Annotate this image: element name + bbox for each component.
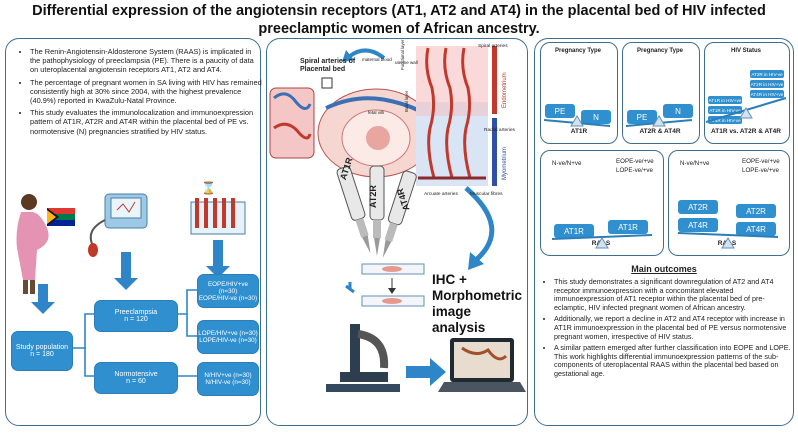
arcuate-arteries-label: Arcuate arteries bbox=[424, 192, 458, 197]
at2r-box: AT2R bbox=[736, 204, 776, 218]
eope-group-box: EOPE/HIV+ve (n=30) EOPE/HIV-ve (n=30) bbox=[197, 274, 259, 308]
basal-layer-label: Basal layer bbox=[404, 90, 409, 112]
pipettes-illustration bbox=[336, 165, 417, 258]
pregnancy-type-label: Pregnancy Type bbox=[637, 48, 683, 54]
intro-bullet: The Renin-Angiotensin-Aldosterone System… bbox=[30, 47, 262, 75]
muscular-fibres-label: Muscular fibres bbox=[470, 192, 503, 197]
pregnant-woman-icon bbox=[16, 194, 49, 294]
uterine-wall-label: uterine wall bbox=[395, 60, 418, 65]
arteries-illustration bbox=[416, 46, 497, 186]
hiv-box: AT2R in HIV+ve bbox=[750, 80, 784, 88]
outcome-item: This study demonstrates a significant do… bbox=[554, 277, 794, 312]
hiv-box: AT4R in HIV+ve bbox=[750, 90, 784, 98]
at1r-box: AT1R bbox=[554, 224, 594, 238]
n-neg-pos-label: N-ve/N+ve bbox=[680, 160, 710, 167]
n-hiv-pos: N/HIV+ve (n=30) bbox=[204, 372, 252, 379]
normotensive-label: Normotensive bbox=[114, 371, 158, 378]
slides-illustration bbox=[345, 263, 425, 307]
svg-text:⌛: ⌛ bbox=[201, 181, 216, 195]
n-hiv-neg: N/HIV-ve (n=30) bbox=[205, 379, 251, 386]
eope-label: EOPE-ve/+ve bbox=[742, 158, 780, 165]
study-population-label: Study population bbox=[15, 344, 69, 351]
seesaw-beams bbox=[543, 97, 787, 249]
right-arrow-icon bbox=[406, 358, 446, 386]
lope-label: LOPE-ve/+ve bbox=[616, 167, 653, 174]
page-title: Differential expression of the angiotens… bbox=[32, 3, 766, 37]
down-arrow-icon bbox=[31, 284, 55, 314]
curved-arrow-icon bbox=[464, 186, 495, 262]
south-africa-flag-icon bbox=[47, 208, 75, 226]
intro-bullet: This study evaluates the immunolocalizat… bbox=[30, 108, 262, 136]
left-illustrations: ⌛ bbox=[16, 181, 246, 377]
study-population-count: n = 180 bbox=[30, 351, 54, 358]
preeclampsia-box: Preeclampsia n = 120 bbox=[94, 300, 178, 332]
at2r-at4r-pivot-label: AT2R & AT4R bbox=[639, 128, 681, 135]
at4r-box: AT4R bbox=[678, 218, 718, 232]
laptop-icon bbox=[438, 338, 526, 392]
pipette-label-at2r: AT2R bbox=[368, 185, 378, 208]
at2r-box: AT2R bbox=[678, 200, 718, 214]
maternal-blood-label: maternal blood bbox=[362, 57, 392, 62]
at4r-box: AT4R bbox=[736, 222, 776, 236]
down-arrow-icon bbox=[206, 240, 230, 278]
outcome-item: A similar pattern emerged after further … bbox=[554, 343, 794, 378]
main-outcomes-list: This study demonstrates a significant do… bbox=[542, 277, 794, 382]
spiral-arteries-right-label: Spiral arteries bbox=[478, 44, 508, 49]
blood-pressure-monitor-icon bbox=[88, 193, 148, 257]
eope-hiv-neg: EOPE/HIV-ve (n=30) bbox=[198, 294, 258, 302]
curved-arrow-icon bbox=[348, 48, 386, 60]
intro-bullets: The Renin-Angiotensin-Aldosterone System… bbox=[16, 47, 262, 139]
hiv-box: AT2R in HIV-ve bbox=[750, 70, 784, 78]
pregnancy-type-at2r-panel bbox=[622, 42, 700, 144]
main-outcomes-title: Main outcomes bbox=[631, 264, 697, 274]
normotensive-box: Normotensive n = 60 bbox=[94, 362, 178, 394]
hiv-status-label: HIV Status bbox=[730, 48, 761, 54]
hiv-box: AT4R in HIV-ve bbox=[708, 116, 742, 124]
study-population-box: Study population n = 180 bbox=[11, 331, 73, 371]
hiv-box: AT1R in HIV-ve bbox=[708, 106, 742, 114]
n-box: N bbox=[581, 110, 611, 124]
normotensive-count: n = 60 bbox=[126, 378, 146, 385]
microscope-icon bbox=[326, 324, 400, 392]
hiv-box: AT1R in HIV+ve bbox=[708, 96, 742, 104]
functional-layer-label: Functional layer bbox=[400, 39, 405, 70]
at1r-box: AT1R bbox=[608, 220, 648, 234]
normotensive-group-box: N/HIV+ve (n=30) N/HIV-ve (n=30) bbox=[197, 362, 259, 396]
eope-label: EOPE-ve/+ve bbox=[616, 158, 654, 165]
outcome-item: Additionally, we report a decline in AT2… bbox=[554, 315, 794, 341]
placenta-illustration bbox=[269, 77, 435, 178]
pe-box: PE bbox=[545, 104, 575, 118]
test-tubes-icon: ⌛ bbox=[190, 181, 246, 235]
preeclampsia-label: Preeclampsia bbox=[114, 309, 158, 316]
pregnancy-type-label: Pregnancy Type bbox=[555, 48, 601, 54]
at1r-vs-label: AT1R vs. AT2R & AT4R bbox=[711, 128, 781, 135]
at1r-pivot-label: AT1R bbox=[570, 128, 588, 135]
pe-box: PE bbox=[627, 110, 657, 124]
lope-label: LOPE-ve/+ve bbox=[742, 167, 779, 174]
eope-hiv-pos: EOPE/HIV+ve (n=30) bbox=[207, 280, 249, 295]
endometrium-label: Endometrium bbox=[502, 72, 508, 108]
down-arrow-icon bbox=[114, 252, 138, 290]
intro-bullet: The percentage of pregnant women in SA l… bbox=[30, 78, 262, 106]
n-box: N bbox=[663, 104, 693, 118]
lope-group-box: LOPE/HIV+ve (n=30) LOPE/HIV-ve (n=30) bbox=[197, 320, 259, 354]
n-neg-pos-label: N-ve/N+ve bbox=[552, 160, 582, 167]
preeclampsia-count: n = 120 bbox=[124, 316, 148, 323]
radial-arteries-label: Radial arteries bbox=[484, 128, 515, 133]
fetal-villi-label: fetal villi bbox=[368, 110, 385, 115]
spiral-arteries-label: Spiral arteries of Placental bed bbox=[300, 58, 356, 73]
ihc-analysis-label: IHC + Morphometric image analysis bbox=[432, 272, 523, 335]
lope-hiv-pos: LOPE/HIV+ve (n=30) bbox=[198, 330, 258, 337]
lope-hiv-neg: LOPE/HIV-ve (n=30) bbox=[199, 337, 257, 344]
pregnancy-type-at1r-panel bbox=[540, 42, 618, 144]
myometrium-label: Myometrium bbox=[502, 146, 508, 180]
center-illustrations bbox=[269, 46, 526, 392]
